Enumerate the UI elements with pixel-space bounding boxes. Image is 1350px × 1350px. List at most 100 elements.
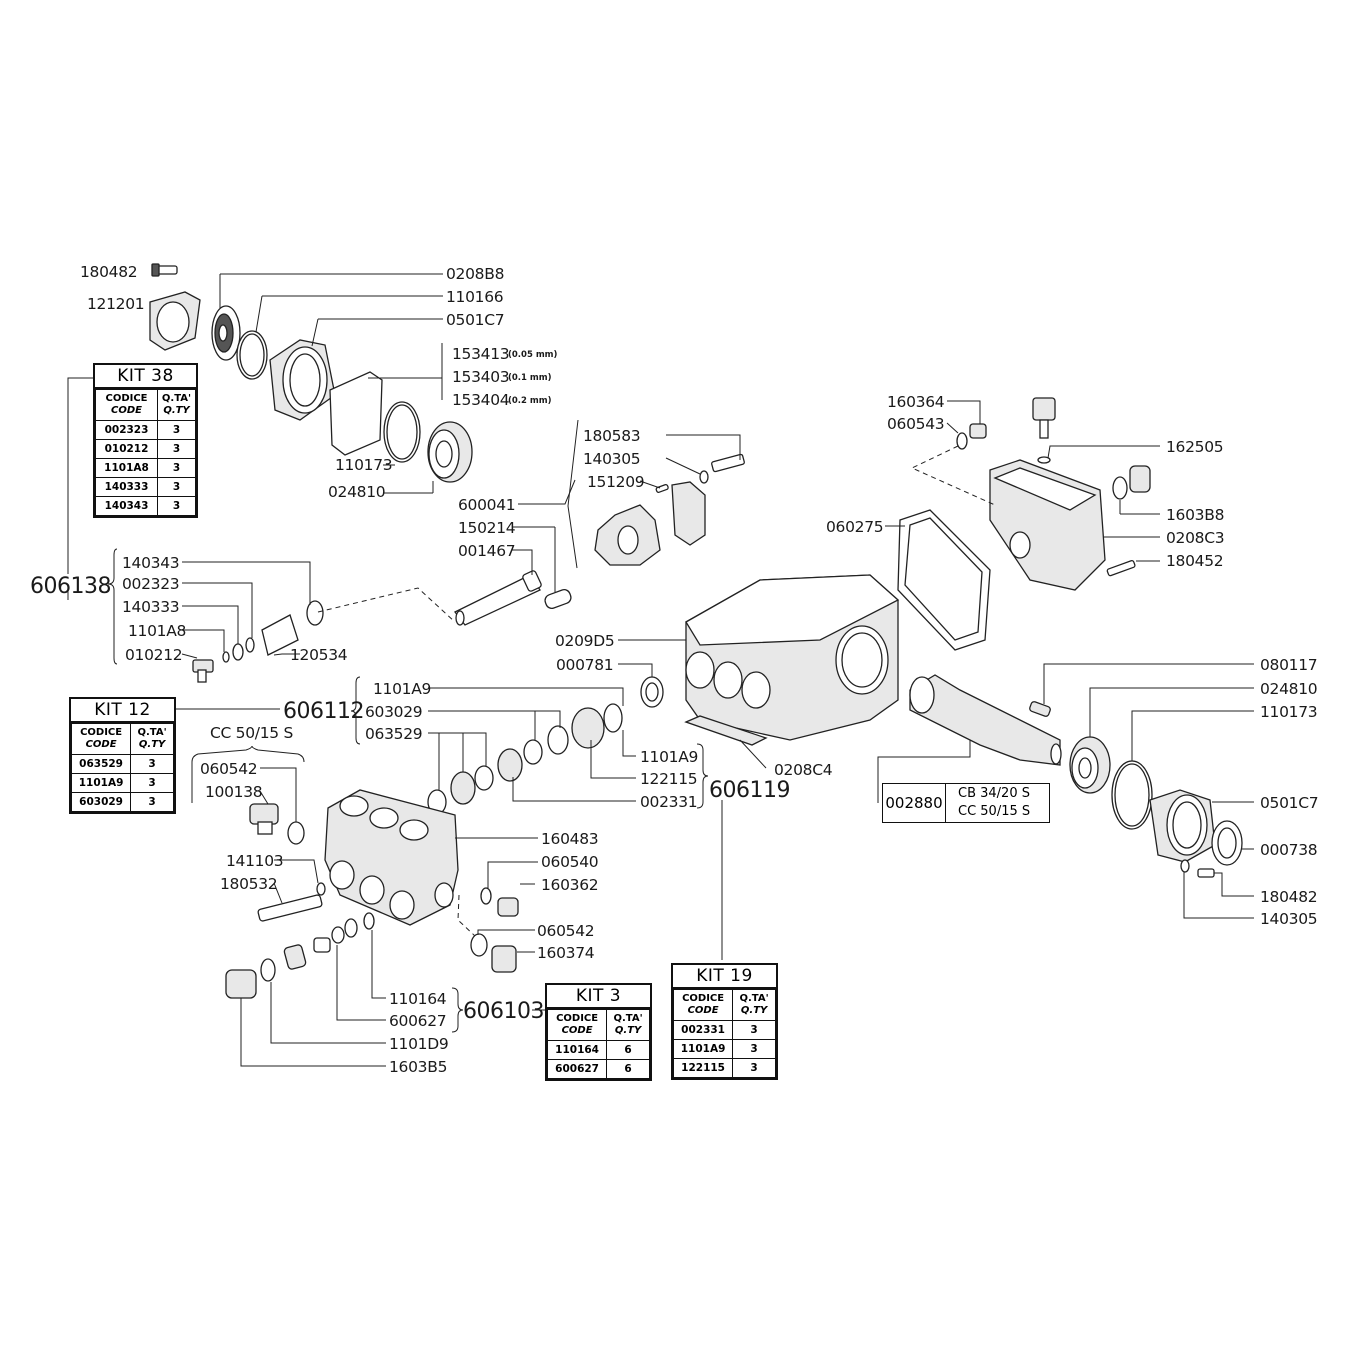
kit-3-col-qty-en: Q.TY (614, 1025, 642, 1036)
note-153404: (0.2 mm) (508, 396, 552, 406)
kit-12-title: KIT 12 (71, 699, 174, 723)
label-060540: 060540 (541, 853, 598, 871)
label-024810-right: 024810 (1260, 680, 1317, 698)
oring-1603B8 (1112, 476, 1128, 500)
plug-100138 (249, 803, 279, 835)
label-0208B8: 0208B8 (446, 265, 504, 283)
label-140333: 140333 (122, 598, 179, 616)
plunger-guide-150214 (454, 570, 542, 626)
valve-group-606103 (283, 912, 375, 970)
label-160483: 160483 (541, 830, 598, 848)
label-060542-right: 060542 (537, 922, 594, 940)
rear-cover-0208C3 (989, 459, 1106, 591)
crankshaft-002880 (909, 674, 1062, 766)
label-110164: 110164 (389, 990, 446, 1008)
label-141103: 141103 (226, 852, 283, 870)
label-110173-top: 110173 (335, 456, 392, 474)
label-002323: 002323 (122, 575, 179, 593)
label-121201: 121201 (87, 295, 144, 313)
kit-38-col-code-en: CODE (111, 405, 142, 416)
plunger-seal-group (192, 600, 324, 683)
label-140305-top: 140305 (583, 450, 640, 468)
kit-12-col-qty: Q.TA' (137, 727, 167, 738)
kit-38-col-qty-en: Q.TY (163, 405, 190, 416)
oring-141103 (316, 882, 326, 896)
label-606119: 606119 (709, 778, 790, 803)
note-153413: (0.05 mm) (508, 350, 558, 360)
label-002331: 002331 (640, 793, 697, 811)
label-000781: 000781 (556, 656, 613, 674)
label-160362: 160362 (541, 876, 598, 894)
label-080117: 080117 (1260, 656, 1317, 674)
con-rod-600041 (594, 481, 706, 566)
label-180482-right: 180482 (1260, 888, 1317, 906)
plug-160374 (491, 945, 517, 973)
part-drawings (149, 263, 1243, 999)
crankshaft-model-2: CC 50/15 S (958, 804, 1031, 819)
oring-060540 (480, 887, 492, 905)
kit-3-col-code-en: CODE (561, 1025, 593, 1036)
label-153413: 153413 (452, 345, 509, 363)
label-180532: 180532 (220, 875, 277, 893)
kit-19-col-code-en: CODE (687, 1005, 719, 1016)
label-180583: 180583 (583, 427, 640, 445)
kit-38-title: KIT 38 (95, 365, 196, 389)
label-060275: 060275 (826, 518, 883, 536)
part-labels: 180482 121201 0208B8 110166 0501C7 15341… (30, 263, 1319, 1076)
label-100138: 100138 (205, 783, 262, 801)
label-120534: 120534 (290, 646, 347, 664)
label-001467: 001467 (458, 542, 515, 560)
label-140343: 140343 (122, 554, 179, 572)
kit-19-col-qty-en: Q.TY (740, 1005, 768, 1016)
screw-180452 (1106, 559, 1136, 577)
shim-153413 (329, 371, 383, 456)
label-160374: 160374 (537, 944, 594, 962)
screw-180482-right (1197, 868, 1215, 878)
label-606103: 606103 (463, 999, 544, 1024)
label-600627: 600627 (389, 1012, 446, 1030)
screw-180482-top (151, 263, 178, 277)
strainer-0208C4 (684, 715, 768, 746)
label-110173-right: 110173 (1260, 703, 1317, 721)
label-010212: 010212 (125, 646, 182, 664)
label-180452: 180452 (1166, 552, 1223, 570)
oring-1101D9 (260, 958, 276, 982)
label-0501C7-top: 0501C7 (446, 311, 504, 329)
label-024810-top: 024810 (328, 483, 385, 501)
kit-19-title: KIT 19 (673, 965, 776, 989)
label-063529: 063529 (365, 725, 422, 743)
label-0208C4: 0208C4 (774, 761, 832, 779)
washer-060543 (956, 432, 968, 450)
screw-180532 (257, 894, 323, 922)
label-0501C7-right: 0501C7 (1260, 794, 1318, 812)
oil-seal-0208B8 (211, 305, 241, 361)
bearing-024810-right (1069, 736, 1111, 794)
plug-1603B5 (225, 969, 257, 999)
oring-060542-left (287, 821, 305, 845)
kit-19-col-code: CODICE (682, 993, 725, 1004)
label-1603B8: 1603B8 (1166, 506, 1224, 524)
label-150214: 150214 (458, 519, 515, 537)
label-060543: 060543 (887, 415, 944, 433)
label-1101A9-top: 1101A9 (373, 680, 431, 698)
crankshaft-code-box: 002880 CB 34/20 S CC 50/15 S (882, 783, 1050, 823)
label-cc-50-15-s: CC 50/15 S (210, 724, 293, 742)
manifold-160483 (324, 789, 459, 926)
